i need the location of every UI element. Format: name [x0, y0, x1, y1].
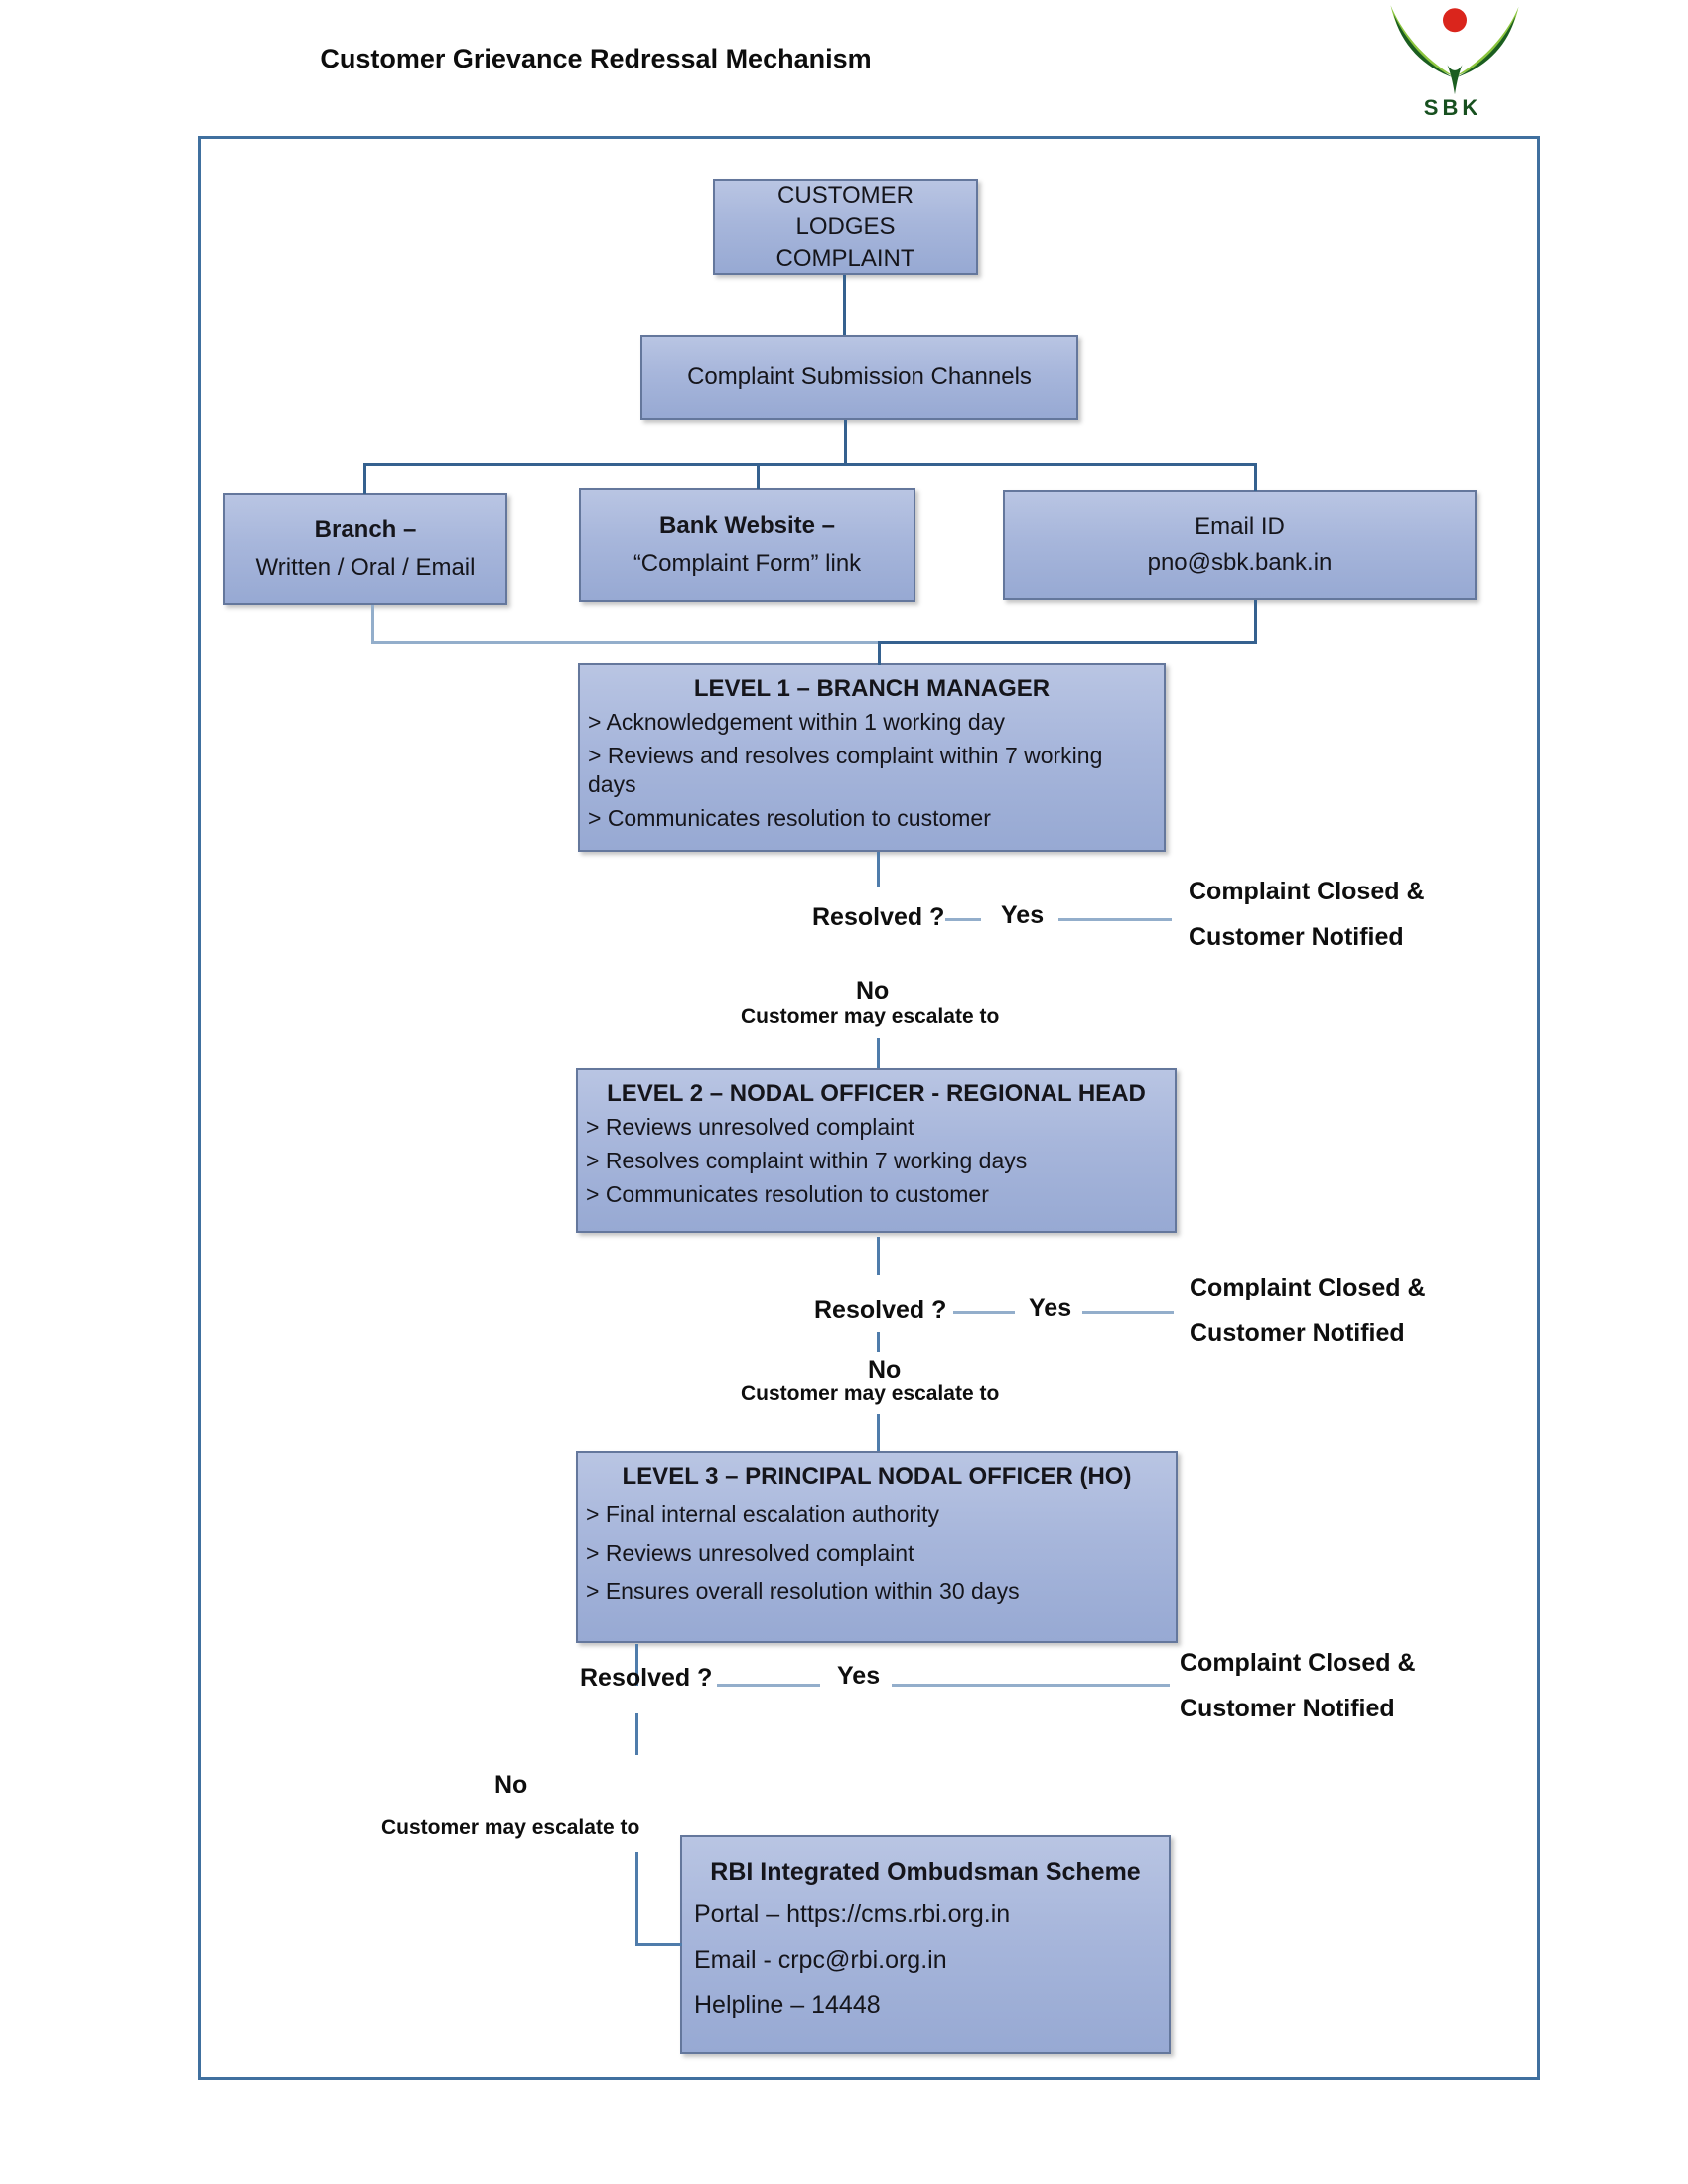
outcome-closed-level3: Complaint Closed & Customer Notified: [1180, 1640, 1416, 1731]
decision-question-level3: Resolved ?: [580, 1664, 713, 1692]
level-bullet: > Acknowledgement within 1 working day: [588, 709, 1005, 735]
connector-to-ombudsman-horizontal: [635, 1943, 682, 1946]
decision-yes-level2: Yes: [1029, 1295, 1072, 1322]
channel-title: Bank Website –: [659, 512, 835, 539]
level-bullet: > Reviews unresolved complaint: [586, 1540, 914, 1566]
channel-subtitle: Written / Oral / Email: [255, 554, 476, 581]
connector-level2-resolved: [877, 1237, 880, 1275]
outcome-closed-level2: Complaint Closed & Customer Notified: [1190, 1265, 1426, 1356]
level-bullet: > Communicates resolution to customer: [588, 805, 991, 831]
level-bullet: > Ensures overall resolution within 30 d…: [586, 1578, 1020, 1604]
connector-resolved-no-2: [877, 1332, 880, 1352]
decision-no-level2: No: [868, 1356, 902, 1384]
channel-title: Email ID: [1195, 513, 1285, 540]
closed-line1: Complaint Closed &: [1189, 878, 1425, 905]
closed-line1: Complaint Closed &: [1190, 1274, 1426, 1301]
closed-line2: Customer Notified: [1189, 923, 1404, 951]
decision-no-level3: No: [494, 1771, 528, 1799]
decision-no-level1: No: [856, 977, 890, 1005]
connector-to-branch: [363, 463, 366, 494]
flow-box-level2-nodal-officer: LEVEL 2 – NODAL OFFICER - REGIONAL HEAD …: [576, 1068, 1177, 1233]
flow-box-level1-branch-manager: LEVEL 1 – BRANCH MANAGER > Acknowledgeme…: [578, 663, 1166, 852]
connector-to-level2: [877, 1038, 880, 1068]
channel-title: Branch –: [314, 516, 417, 543]
connector-start-to-channels: [843, 275, 846, 335]
channel-subtitle: “Complaint Form” link: [633, 550, 862, 577]
connector-resolved-no-3: [635, 1713, 638, 1755]
connector-branch-merge: [371, 605, 374, 644]
ombudsman-portal: Portal – https://cms.rbi.org.in: [694, 1900, 1011, 1928]
decision-question-level2: Resolved ?: [814, 1297, 947, 1324]
escalate-label-level3: Customer may escalate to: [381, 1816, 640, 1839]
connector-to-level1: [878, 641, 881, 665]
level-title: LEVEL 2 – NODAL OFFICER - REGIONAL HEAD: [607, 1080, 1146, 1107]
closed-line1: Complaint Closed &: [1180, 1649, 1416, 1677]
connector-resolved-yes-2: [953, 1311, 1015, 1314]
connector-to-website: [757, 463, 760, 489]
ombudsman-email: Email - crpc@rbi.org.in: [694, 1946, 947, 1974]
flow-box-complaint-submission-channels: Complaint Submission Channels: [640, 335, 1078, 420]
decision-question-level1: Resolved ?: [812, 903, 945, 931]
level-bullet: > Reviews and resolves complaint within …: [588, 743, 1103, 797]
connector-resolved-yes-3: [717, 1684, 820, 1687]
level-bullet: > Communicates resolution to customer: [586, 1181, 989, 1207]
bank-logo: [1380, 2, 1529, 99]
level-bullet: > Final internal escalation authority: [586, 1501, 940, 1527]
level-title: LEVEL 3 – PRINCIPAL NODAL OFFICER (HO): [622, 1463, 1132, 1490]
flow-box-branch-channel: Branch – Written / Oral / Email: [223, 493, 507, 605]
connector-level1-resolved: [877, 852, 880, 887]
connector-to-ombudsman-vertical: [635, 1852, 638, 1946]
level-bullet: > Resolves complaint within 7 working da…: [586, 1148, 1028, 1173]
connector-email-merge: [1254, 600, 1257, 644]
connector-yes-closed-3: [892, 1684, 1170, 1687]
escalate-label-level1: Customer may escalate to: [741, 1005, 1000, 1027]
decision-yes-level3: Yes: [837, 1662, 881, 1690]
bank-logo-text: SBK: [1423, 95, 1482, 120]
flow-box-text: Complaint Submission Channels: [687, 363, 1032, 390]
connector-channels-down: [844, 420, 847, 465]
flow-box-email-channel: Email ID pno@sbk.bank.in: [1003, 490, 1477, 600]
connector-merge-left: [371, 641, 879, 644]
connector-resolved-yes-1: [945, 918, 981, 921]
flow-box-text: CUSTOMER LODGES COMPLAINT: [775, 181, 915, 272]
flow-box-customer-lodges-complaint: CUSTOMER LODGES COMPLAINT: [713, 179, 978, 275]
connector-yes-closed-1: [1058, 918, 1172, 921]
connector-to-level3: [877, 1414, 880, 1451]
level-title: LEVEL 1 – BRANCH MANAGER: [693, 675, 1051, 702]
decision-yes-level1: Yes: [1001, 901, 1045, 929]
connector-merge-right: [879, 641, 1257, 644]
flow-box-rbi-ombudsman: RBI Integrated Ombudsman Scheme Portal –…: [680, 1835, 1171, 2054]
escalate-label-level2: Customer may escalate to: [741, 1382, 1000, 1405]
channel-subtitle: pno@sbk.bank.in: [1147, 549, 1333, 576]
outcome-closed-level1: Complaint Closed & Customer Notified: [1189, 869, 1425, 960]
plant-logo-icon: [1390, 5, 1519, 95]
ombudsman-helpline: Helpline – 14448: [694, 1991, 881, 2019]
flow-box-bank-website-channel: Bank Website – “Complaint Form” link: [579, 488, 915, 602]
connector-to-email: [1254, 463, 1257, 491]
closed-line2: Customer Notified: [1190, 1319, 1405, 1347]
page-title: Customer Grievance Redressal Mechanism: [320, 44, 872, 73]
ombudsman-title: RBI Integrated Ombudsman Scheme: [710, 1858, 1141, 1886]
connector-branch-split: [363, 463, 1257, 466]
closed-line2: Customer Notified: [1180, 1695, 1395, 1722]
flow-box-level3-principal-nodal-officer: LEVEL 3 – PRINCIPAL NODAL OFFICER (HO) >…: [576, 1451, 1178, 1643]
level-bullet: > Reviews unresolved complaint: [586, 1114, 914, 1140]
connector-level3-resolved: [635, 1644, 638, 1686]
connector-yes-closed-2: [1082, 1311, 1174, 1314]
